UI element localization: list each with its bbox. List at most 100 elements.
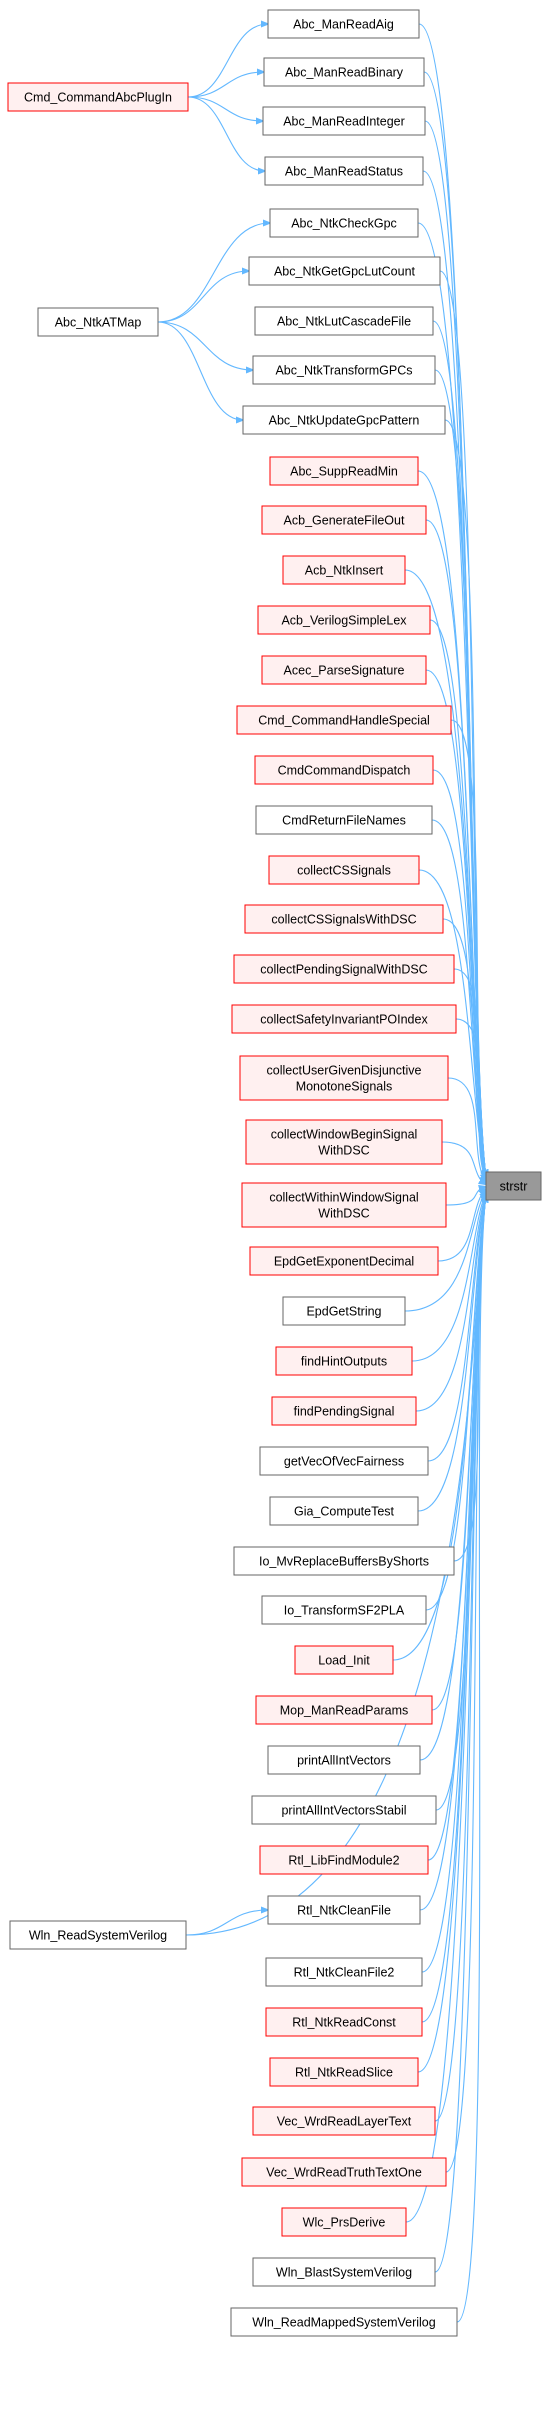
node-label: Abc_NtkATMap [55, 316, 142, 330]
node-box [265, 2007, 423, 2037]
node-acb-ntkinsert[interactable]: Acb_NtkInsert [282, 555, 406, 585]
node-findpendingsignal[interactable]: findPendingSignal [271, 1396, 417, 1426]
node-box [239, 1055, 449, 1101]
node-strstr[interactable]: strstr [485, 1171, 542, 1201]
node-box [262, 106, 426, 136]
node-label: Abc_NtkTransformGPCs [275, 364, 412, 378]
node-wln-readmappedsystemverilog[interactable]: Wln_ReadMappedSystemVerilog [230, 2307, 458, 2337]
node-mop-manreadparams[interactable]: Mop_ManReadParams [255, 1695, 433, 1725]
node-load-init[interactable]: Load_Init [294, 1645, 394, 1675]
node-collectusergivendisjunctive[interactable]: collectUserGivenDisjunctiveMonotoneSigna… [239, 1055, 449, 1101]
node-cmdreturnfilenames[interactable]: CmdReturnFileNames [255, 805, 433, 835]
node-label: Acb_GenerateFileOut [284, 514, 405, 528]
node-abc-ntkgetgpclutcount[interactable]: Abc_NtkGetGpcLutCount [248, 256, 441, 286]
edge-cmdcommanddispatch-to-strstr [432, 769, 486, 1177]
node-wln-readsystemverilog[interactable]: Wln_ReadSystemVerilog [9, 1920, 187, 1950]
edge-gia-computetest-to-strstr [417, 1195, 486, 1512]
node-vec-wrdreadlayertext[interactable]: Vec_WrdReadLayerText [252, 2106, 436, 2136]
node-wlc-prsderive[interactable]: Wlc_PrsDerive [281, 2207, 407, 2237]
node-rtl-libfindmodule2[interactable]: Rtl_LibFindModule2 [259, 1845, 429, 1875]
node-label: Rtl_NtkCleanFile [297, 1904, 391, 1918]
edge-cmd-commandabcplugin-to-abc-manreadbinary [187, 72, 264, 98]
node-label: collectPendingSignalWithDSC [260, 963, 427, 977]
edge-getvecofvecfairness-to-strstr [427, 1195, 486, 1462]
node-abc-manreadinteger[interactable]: Abc_ManReadInteger [262, 106, 426, 136]
node-label: CmdReturnFileNames [282, 814, 406, 828]
node-box [265, 1957, 423, 1987]
node-label: Vec_WrdReadTruthTextOne [266, 2166, 422, 2180]
node-cmd-commandabcplugin[interactable]: Cmd_CommandAbcPlugIn [7, 82, 189, 112]
node-abc-manreadstatus[interactable]: Abc_ManReadStatus [264, 156, 424, 186]
node-box [269, 2057, 419, 2087]
node-label: Cmd_CommandHandleSpecial [258, 714, 430, 728]
node-printallintvectors[interactable]: printAllIntVectors [267, 1745, 421, 1775]
node-label: WithDSC [318, 1144, 369, 1158]
node-collectsafetyinvariantpoindex[interactable]: collectSafetyInvariantPOIndex [231, 1004, 457, 1034]
edge-abc-ntkatmap-to-abc-ntktransformgpcs [157, 321, 253, 370]
node-rtl-ntkreadconst[interactable]: Rtl_NtkReadConst [265, 2007, 423, 2037]
edge-wln-readsystemverilog-to-rtl-ntkcleanfile [185, 1910, 268, 1936]
node-rtl-ntkcleanfile2[interactable]: Rtl_NtkCleanFile2 [265, 1957, 423, 1987]
node-io-mvreplacebuffersbyshorts[interactable]: Io_MvReplaceBuffersByShorts [233, 1546, 455, 1576]
node-label: Cmd_CommandAbcPlugIn [24, 91, 172, 105]
node-box [269, 456, 419, 486]
node-box [267, 9, 420, 39]
node-abc-ntkatmap[interactable]: Abc_NtkATMap [37, 307, 159, 337]
node-label: findHintOutputs [301, 1355, 387, 1369]
node-label: Abc_SuppReadMin [290, 465, 398, 479]
edge-collectwithinwindowsignal-to-strstr [445, 1187, 486, 1206]
node-label: EpdGetExponentDecimal [274, 1255, 414, 1269]
node-abc-suppreadmin[interactable]: Abc_SuppReadMin [269, 456, 419, 486]
node-abc-manreadbinary[interactable]: Abc_ManReadBinary [263, 57, 425, 87]
node-box [248, 256, 441, 286]
node-getvecofvecfairness[interactable]: getVecOfVecFairness [259, 1446, 429, 1476]
edge-collectsafetyinvariantpoindex-to-strstr [455, 1018, 486, 1180]
node-cmd-commandhandlespecial[interactable]: Cmd_CommandHandleSpecial [236, 705, 452, 735]
node-box [241, 1182, 447, 1228]
node-gia-computetest[interactable]: Gia_ComputeTest [269, 1496, 419, 1526]
node-label: Acec_ParseSignature [284, 664, 405, 678]
node-epdgetexponentdecimal[interactable]: EpdGetExponentDecimal [249, 1246, 439, 1276]
node-layer: Abc_ManReadAigAbc_ManReadBinaryAbc_ManRe… [7, 9, 542, 2337]
node-box [254, 755, 434, 785]
node-box [241, 2157, 447, 2187]
node-label: Mop_ManReadParams [280, 1704, 409, 1718]
node-collectcssignals[interactable]: collectCSSignals [268, 855, 420, 885]
edge-epdgetstring-to-strstr [404, 1190, 486, 1312]
node-label: Io_MvReplaceBuffersByShorts [259, 1555, 429, 1569]
node-abc-ntktransformgpcs[interactable]: Abc_NtkTransformGPCs [252, 355, 436, 385]
node-label: MonotoneSignals [296, 1080, 393, 1094]
node-abc-ntkupdategpcpattern[interactable]: Abc_NtkUpdateGpcPattern [242, 405, 446, 435]
node-label: EpdGetString [306, 1305, 381, 1319]
node-epdgetstring[interactable]: EpdGetString [282, 1296, 406, 1326]
node-abc-manreadaig[interactable]: Abc_ManReadAig [267, 9, 420, 39]
node-box [264, 156, 424, 186]
node-abc-ntkcheckgpc[interactable]: Abc_NtkCheckGpc [269, 208, 419, 238]
node-printallintvectorsstabil[interactable]: printAllIntVectorsStabil [251, 1795, 437, 1825]
node-label: Abc_ManReadAig [293, 18, 394, 32]
node-label: Acb_NtkInsert [305, 564, 384, 578]
node-acec-parsesignature[interactable]: Acec_ParseSignature [261, 655, 427, 685]
node-rtl-ntkcleanfile[interactable]: Rtl_NtkCleanFile [267, 1895, 421, 1925]
node-vec-wrdreadtruthtextone[interactable]: Vec_WrdReadTruthTextOne [241, 2157, 447, 2187]
node-label: collectCSSignalsWithDSC [271, 913, 416, 927]
node-label: Abc_NtkGetGpcLutCount [274, 265, 416, 279]
node-label: Load_Init [318, 1654, 370, 1668]
node-collectpendingsignalwithdsc[interactable]: collectPendingSignalWithDSC [233, 954, 455, 984]
node-acb-verilogsimplelex[interactable]: Acb_VerilogSimpleLex [257, 605, 431, 635]
node-rtl-ntkreadslice[interactable]: Rtl_NtkReadSlice [269, 2057, 419, 2087]
node-box [230, 2307, 458, 2337]
node-box [294, 1645, 394, 1675]
node-wln-blastsystemverilog[interactable]: Wln_BlastSystemVerilog [252, 2257, 436, 2287]
node-findhintoutputs[interactable]: findHintOutputs [275, 1346, 413, 1376]
node-box [271, 1396, 417, 1426]
node-io-transformsf2pla[interactable]: Io_TransformSF2PLA [261, 1595, 427, 1625]
node-cmdcommanddispatch[interactable]: CmdCommandDispatch [254, 755, 434, 785]
node-collectcssignalswithdsc[interactable]: collectCSSignalsWithDSC [244, 904, 444, 934]
edge-cmd-commandabcplugin-to-abc-manreadstatus [187, 96, 265, 171]
node-abc-ntklutcascadefile[interactable]: Abc_NtkLutCascadeFile [254, 306, 434, 336]
node-box [251, 1795, 437, 1825]
node-acb-generatefileout[interactable]: Acb_GenerateFileOut [261, 505, 427, 535]
